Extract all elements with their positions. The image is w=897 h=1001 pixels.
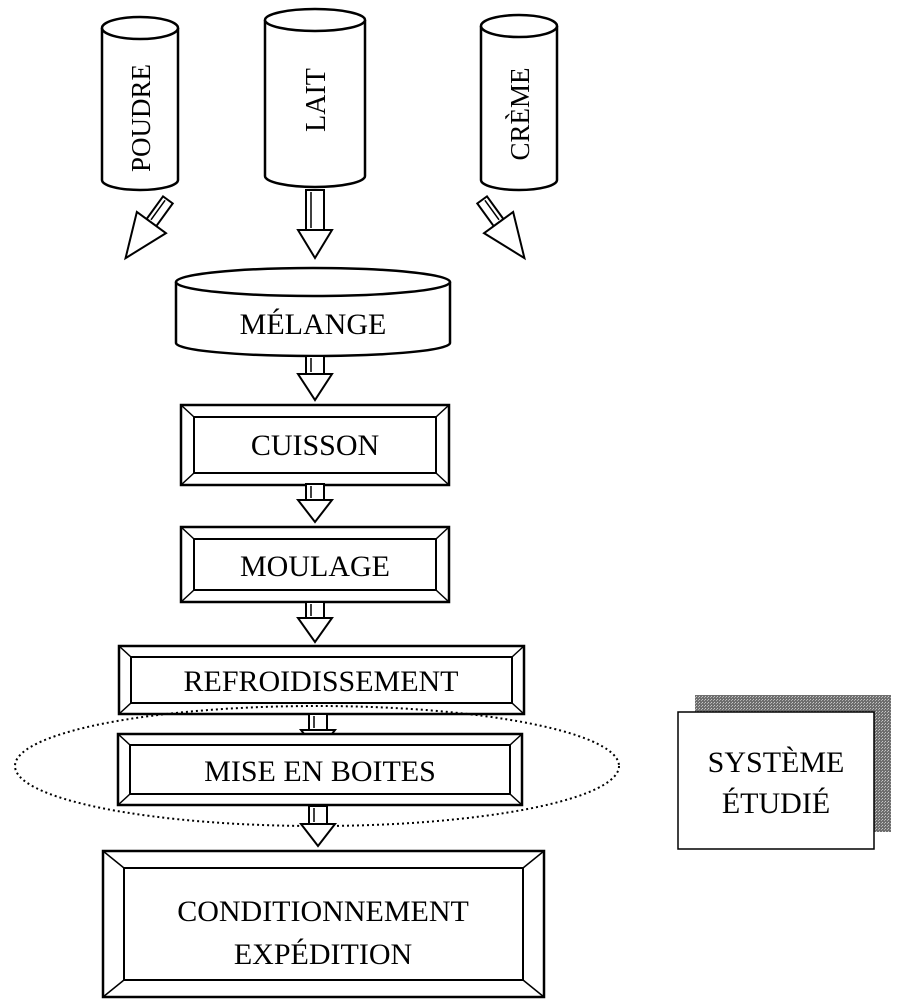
poudre-label: POUDRE bbox=[126, 64, 156, 172]
melange-label: MÉLANGE bbox=[240, 308, 387, 341]
arrow-melange-to-cuisson bbox=[296, 355, 334, 402]
mise-en-boites-box: MISE EN BOITES bbox=[116, 732, 524, 807]
arrow-moulage-to-refroidissement bbox=[296, 601, 334, 644]
moulage-box: MOULAGE bbox=[179, 525, 451, 604]
lait-label: LAIT bbox=[301, 68, 332, 132]
cylinder-lait: LAIT bbox=[263, 7, 367, 189]
cuisson-label: CUISSON bbox=[251, 429, 379, 462]
refroidissement-box: REFROIDISSEMENT bbox=[117, 644, 526, 716]
conditionnement-label: CONDITIONNEMENT bbox=[177, 895, 469, 928]
refroidissement-label: REFROIDISSEMENT bbox=[183, 665, 458, 698]
arrow-cuisson-to-moulage bbox=[295, 483, 335, 524]
legend-line-2: ÉTUDIÉ bbox=[722, 787, 830, 820]
moulage-label: MOULAGE bbox=[240, 550, 390, 583]
arrow-lait-to-melange bbox=[296, 189, 334, 260]
arrow-poudre-to-melange bbox=[124, 194, 175, 261]
mise-en-boites-label: MISE EN BOITES bbox=[204, 755, 436, 788]
arrow-mise-en-boites-to-conditionnement bbox=[298, 805, 338, 848]
conditionnement-box: CONDITIONNEMENT EXPÉDITION bbox=[101, 849, 546, 999]
cylinder-poudre: POUDRE bbox=[100, 15, 180, 192]
creme-label: CRÈME bbox=[505, 67, 535, 160]
cuisson-box: CUISSON bbox=[179, 403, 451, 487]
cylinder-creme: CRÈME bbox=[479, 13, 559, 192]
arrow-creme-to-melange bbox=[475, 194, 526, 261]
legend-studied-system: SYSTÈME ÉTUDIÉ bbox=[677, 695, 891, 850]
legend-line-1: SYSTÈME bbox=[708, 746, 845, 779]
expedition-label: EXPÉDITION bbox=[234, 938, 412, 971]
melange-tank: MÉLANGE bbox=[174, 266, 452, 358]
